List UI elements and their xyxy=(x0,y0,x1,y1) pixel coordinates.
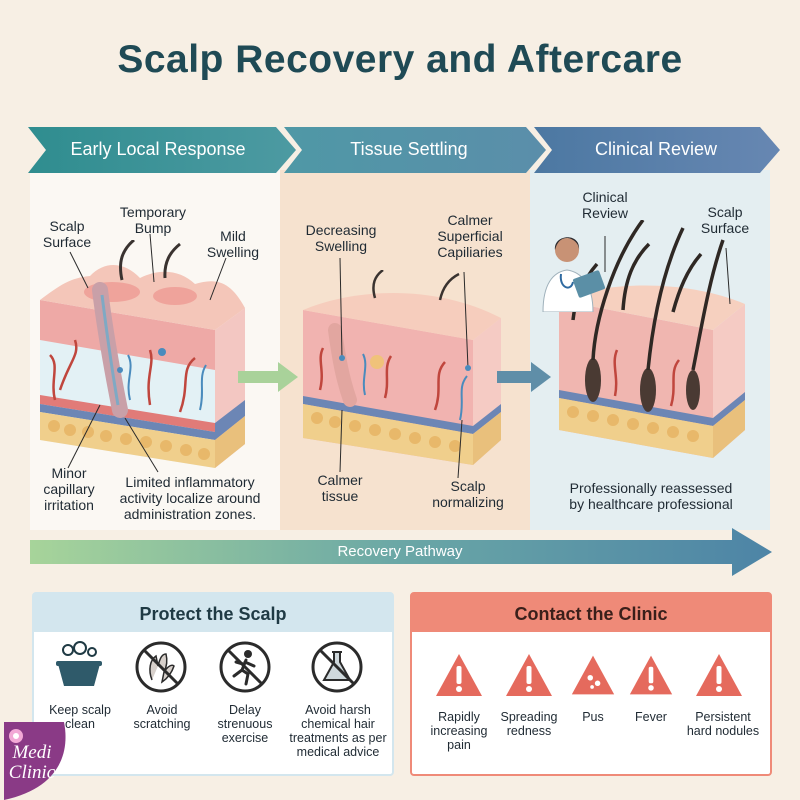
stage1-minor-capillary-label: Minor capillary irritation xyxy=(43,465,95,513)
basin-icon xyxy=(56,641,102,686)
recovery-pathway-arrow xyxy=(30,528,772,576)
no-exercise-icon xyxy=(219,641,271,693)
stage3-leader-lines xyxy=(604,236,731,305)
protect-item-label: Avoid harsh chemical hair treatments as … xyxy=(289,703,387,759)
contact-item-label: Pus xyxy=(582,710,604,724)
warning-icon xyxy=(436,654,482,696)
stage1-arrow xyxy=(28,127,296,173)
stage1-skin-illustration xyxy=(40,240,245,468)
contact-item-label: Rapidly increasing pain xyxy=(430,710,488,752)
logo-text-line2: Clinic xyxy=(8,762,56,783)
clinician-illustration xyxy=(542,237,606,312)
stage3-clinical-review-label: Clinical Review xyxy=(582,189,628,221)
stage1-temporary-bump-label: Temporary Bump xyxy=(119,204,187,236)
page-title: Scalp Recovery and Aftercare xyxy=(117,38,683,81)
stage2-leader-lines xyxy=(339,257,471,479)
stage3-label: Clinical Review xyxy=(594,139,718,159)
contact-item-label: Fever xyxy=(635,710,667,724)
stage2-decreasing-swelling-label: Decreasing Swelling xyxy=(305,222,377,254)
stage2-scalp-normalizing-label: Scalp normalizing xyxy=(432,478,504,510)
no-scratch-icon xyxy=(135,641,187,693)
warning-icon xyxy=(629,655,673,695)
contact-item-label: Persistent hard nodules xyxy=(686,710,760,738)
protect-title-bar xyxy=(34,594,392,632)
stage2-skin-illustration xyxy=(303,270,501,465)
contact-title-bar xyxy=(412,594,770,632)
recovery-pathway-label: Recovery Pathway xyxy=(337,543,463,560)
stage1-mild-swelling-label: Mild Swelling xyxy=(206,228,260,260)
stage3-reassessed-label: Professionally reassessed by healthcare … xyxy=(569,480,733,512)
stage3-arrow xyxy=(534,127,780,173)
contact-item-label: Spreading redness xyxy=(500,710,558,738)
stage2-calmer-tissue-label: Calmer tissue xyxy=(317,472,363,504)
warning-icon xyxy=(696,654,742,696)
logo-text-line1: Medi xyxy=(12,742,52,763)
stage2-arrow xyxy=(284,127,546,173)
stage1-scalp-surface-label: Scalp Surface xyxy=(42,218,92,250)
contact-title: Contact the Clinic xyxy=(514,604,668,624)
clinic-logo xyxy=(4,722,66,800)
stage-banner xyxy=(28,127,780,173)
stage1-limited-inflammatory-label: Limited inflammatory activity localize a… xyxy=(119,474,261,522)
stage2-label: Tissue Settling xyxy=(350,139,468,159)
stage1-leader-lines xyxy=(67,233,227,473)
warning-icon xyxy=(571,655,615,695)
stage3-skin-illustration xyxy=(559,220,745,458)
protect-title: Protect the Scalp xyxy=(139,604,287,624)
stage2-to-stage3-arrow xyxy=(497,362,551,392)
stage3-scalp-surface-label: Scalp Surface xyxy=(700,204,750,236)
protect-item-label: Delay strenuous exercise xyxy=(217,703,273,745)
stage2-calmer-capillaries-label: Calmer Superficial Capiliaries xyxy=(437,212,503,260)
stage1-to-stage2-arrow xyxy=(238,362,298,392)
protect-item-label: Avoid scratching xyxy=(133,703,191,731)
warning-icon xyxy=(506,654,552,696)
no-chemical-icon xyxy=(311,641,363,693)
stage1-label: Early Local Response xyxy=(70,139,246,159)
protect-item-label: Keep scalp clean xyxy=(49,703,111,731)
